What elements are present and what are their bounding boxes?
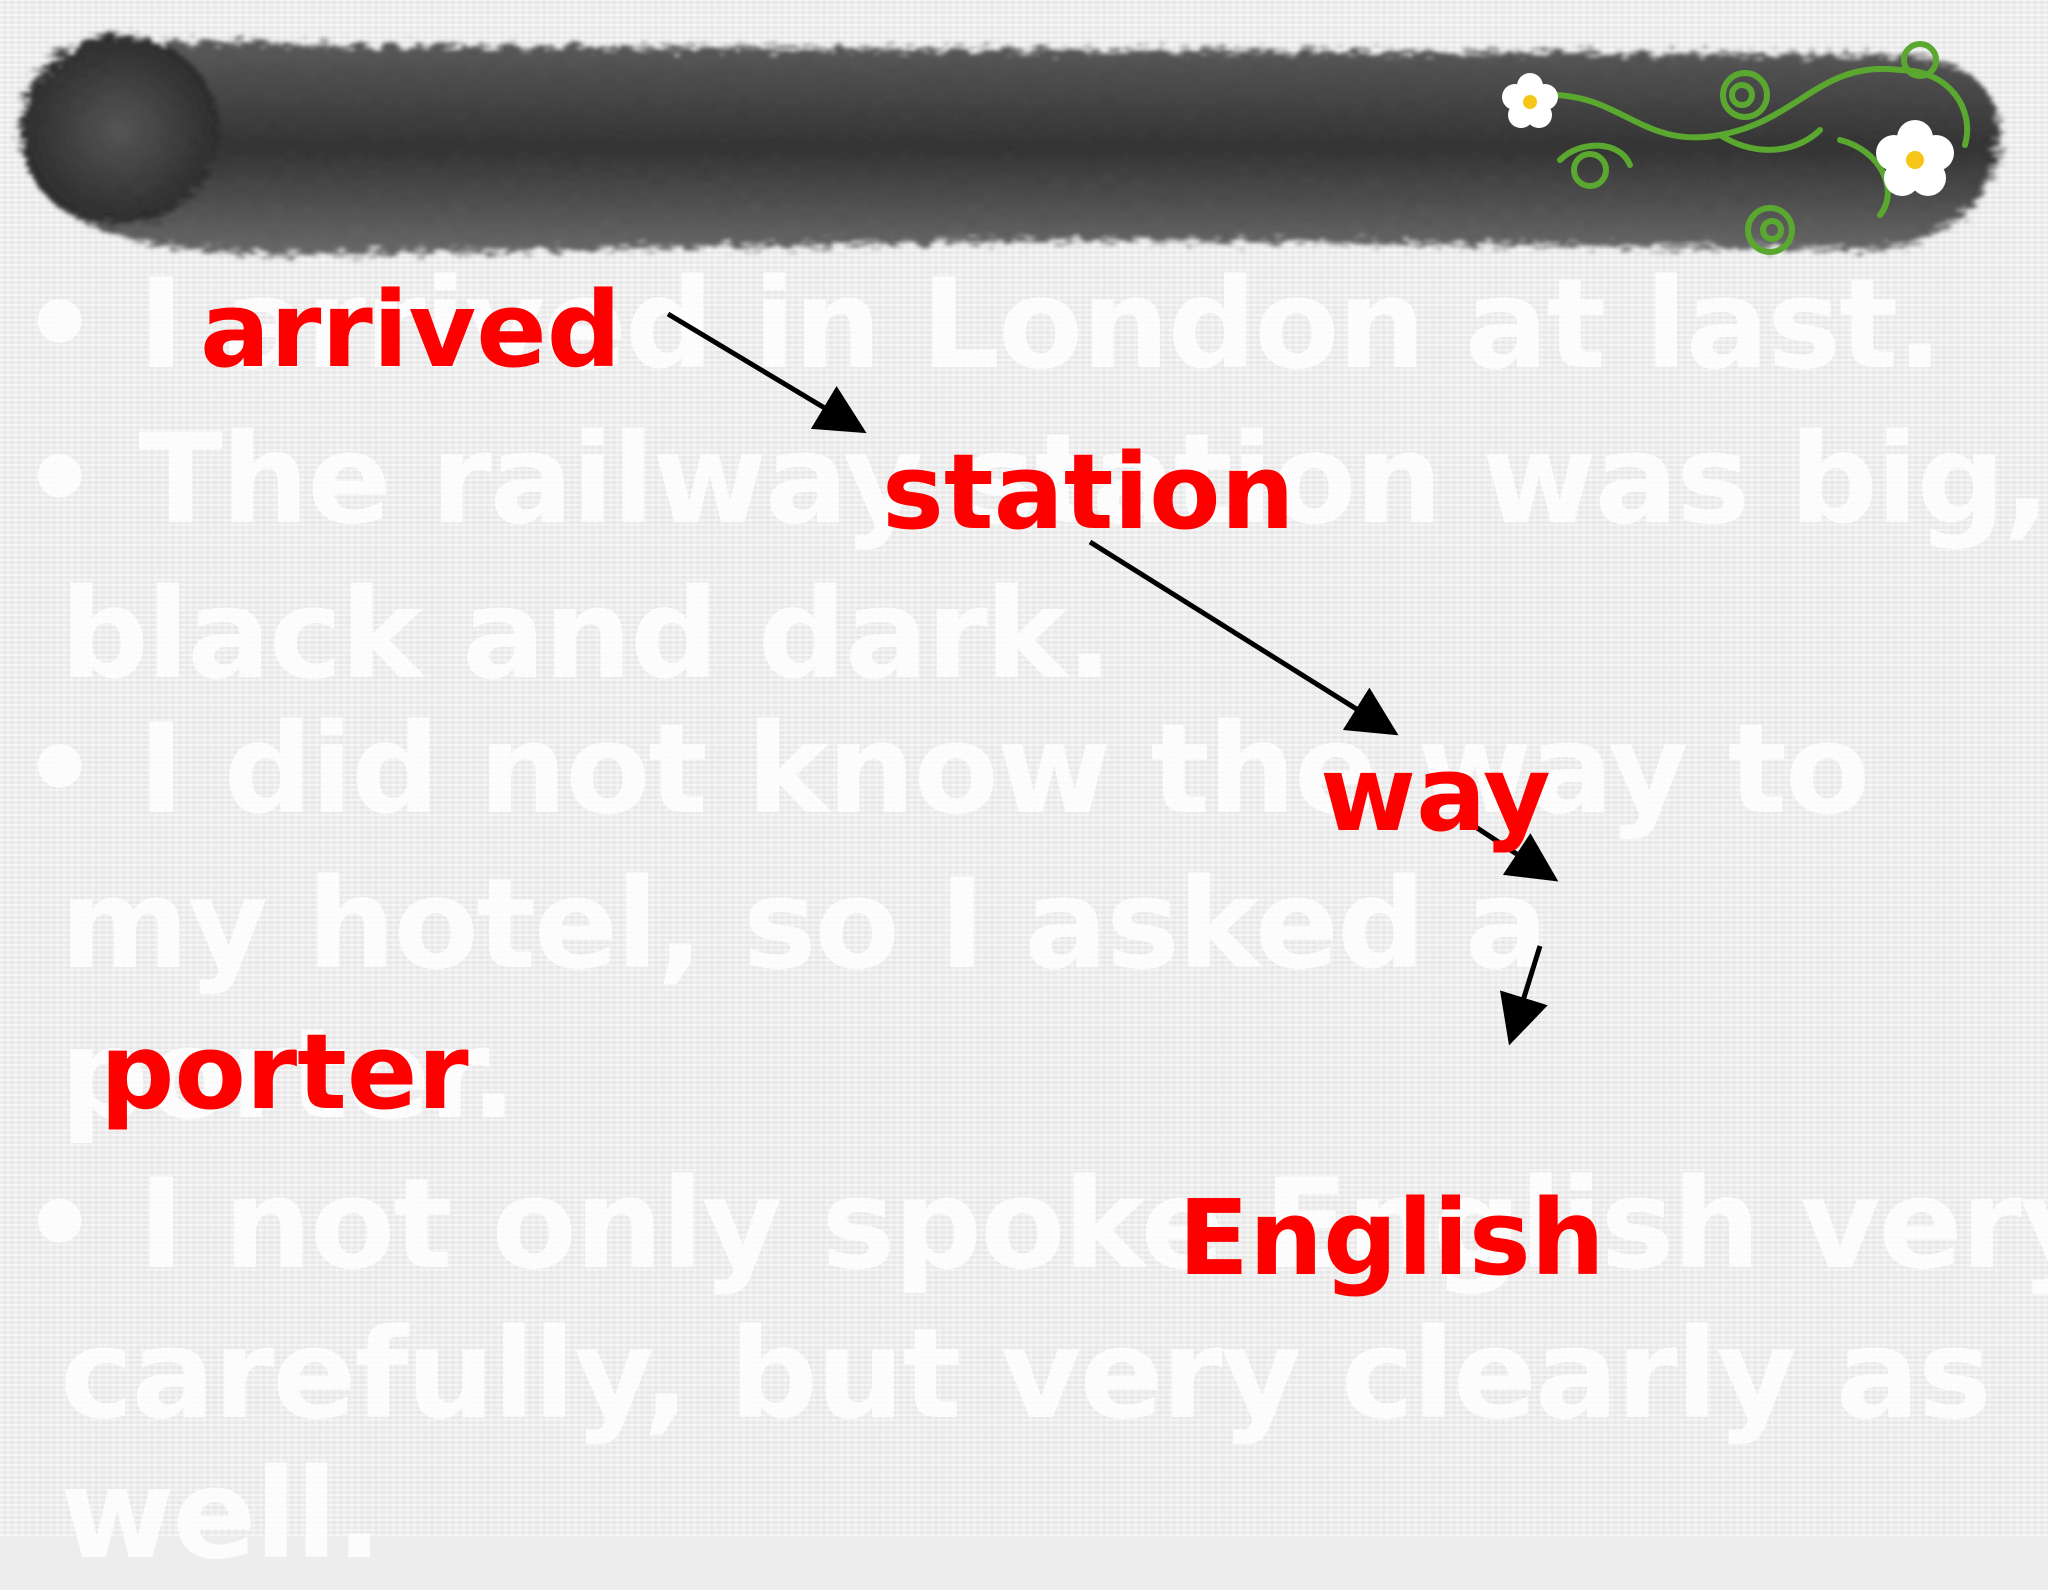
ghost-line: porter. xyxy=(60,1003,517,1147)
ghost-line: my hotel, so I asked a xyxy=(60,853,1549,997)
arrows-layer xyxy=(666,311,1559,1046)
arrow-icon xyxy=(1088,539,1399,736)
slide-background xyxy=(0,0,2048,1536)
ghost-line: • The railway station was big, xyxy=(20,408,2048,552)
arrow-icon xyxy=(1460,815,1559,882)
flower-icon xyxy=(1502,73,1954,196)
keyword-english: English xyxy=(1178,1177,1605,1299)
ink-brush-banner xyxy=(20,35,2000,255)
keyword-arrived: arrived xyxy=(200,269,622,391)
ghost-line: • I did not know the way to xyxy=(20,698,1870,842)
arrow-icon xyxy=(1500,945,1548,1046)
keyword-way: way xyxy=(1320,733,1551,855)
arrow-icon xyxy=(666,311,867,434)
keyword-station: station xyxy=(882,431,1295,553)
keyword-porter: porter xyxy=(100,1011,469,1133)
ghost-line: black and dark. xyxy=(60,563,1113,707)
flower-vine-icon xyxy=(1537,41,1971,255)
ghost-line: • I arrived in London at last. xyxy=(20,253,1943,397)
ghost-line: carefully, but very clearly as xyxy=(60,1303,1992,1447)
ghost-line: • I not only spoke English very xyxy=(20,1153,2048,1297)
